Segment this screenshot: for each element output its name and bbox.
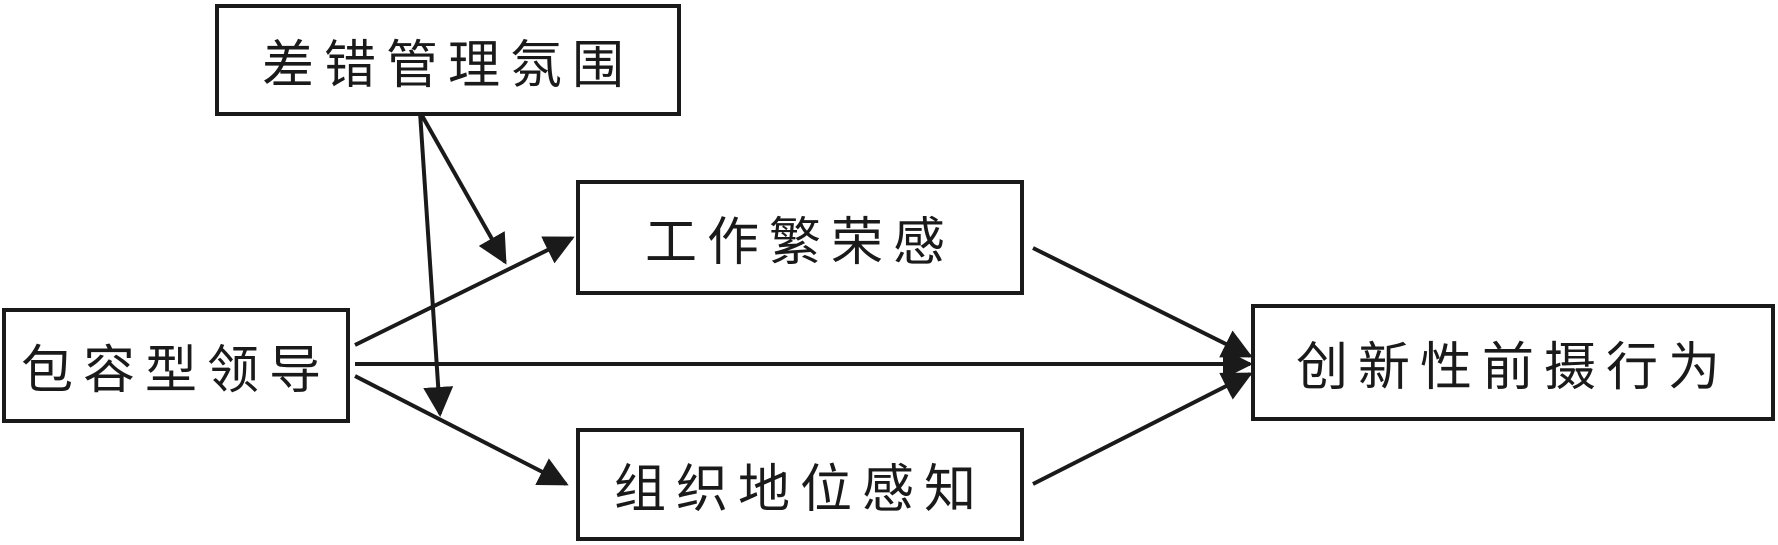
arrow-leader-to-thriving	[354, 236, 575, 347]
node-proactive-behavior: 创新性前摄行为	[1251, 304, 1775, 421]
arrow-status-to-proactive	[1032, 372, 1253, 486]
node-error-climate: 差错管理氛围	[215, 4, 681, 116]
arrow-leader-to-status	[354, 374, 569, 486]
node-inclusive-leadership: 包容型领导	[2, 308, 350, 423]
arrow-climate-to-path1	[418, 111, 507, 265]
node-thriving-label: 工作繁荣感	[644, 213, 955, 273]
node-status-label: 组织地位感知	[613, 460, 986, 520]
node-error-climate-label: 差错管理氛围	[261, 35, 634, 96]
node-proactive-behavior-label: 创新性前摄行为	[1295, 338, 1730, 398]
arrow-climate-to-path2	[418, 111, 454, 417]
arrow-thriving-to-proactive	[1032, 246, 1253, 358]
node-status: 组织地位感知	[576, 428, 1024, 541]
node-inclusive-leadership-label: 包容型领导	[20, 341, 331, 401]
node-thriving: 工作繁荣感	[576, 180, 1024, 295]
